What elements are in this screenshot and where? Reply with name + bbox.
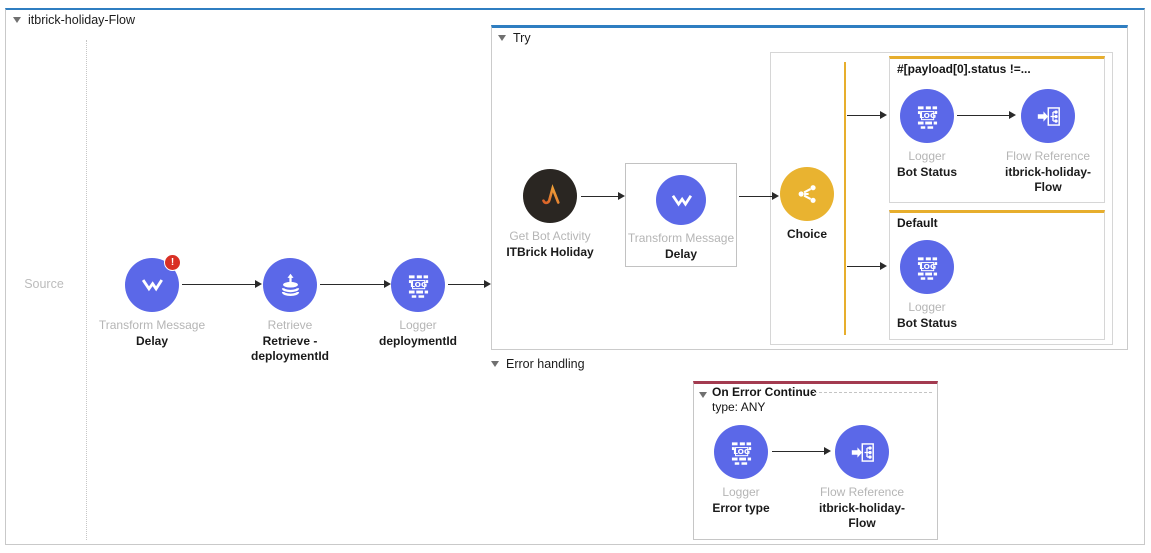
database-retrieve-icon bbox=[281, 272, 299, 296]
component-type-label: Retrieve bbox=[267, 318, 313, 332]
branch-connector-arrow bbox=[847, 111, 887, 120]
component-type-label: Logger bbox=[908, 300, 946, 314]
error-badge-icon: ! bbox=[164, 254, 181, 271]
default-branch-label: Default bbox=[897, 216, 938, 230]
flow-title-row: itbrick-holiday-Flow bbox=[13, 13, 135, 27]
try-label: Try bbox=[513, 31, 531, 45]
logger-icon-circle[interactable] bbox=[714, 425, 768, 479]
transform-message-delay-try[interactable]: Transform Message Delay bbox=[626, 175, 736, 262]
connector-arrow bbox=[448, 280, 491, 289]
connector-arrow bbox=[320, 280, 391, 289]
choice-branch-rail bbox=[844, 62, 846, 335]
on-error-type-label: type: ANY bbox=[712, 400, 766, 414]
collapse-error-handling-icon[interactable] bbox=[491, 361, 499, 367]
log-icon bbox=[916, 256, 938, 280]
error-handling-label-row: Error handling bbox=[491, 357, 585, 371]
retrieve-icon-circle[interactable] bbox=[263, 258, 317, 312]
logger-error-type[interactable]: Logger Error type bbox=[686, 425, 796, 516]
error-handling-label: Error handling bbox=[506, 357, 585, 371]
component-type-label: Get Bot Activity bbox=[509, 229, 591, 243]
connector-arrow bbox=[182, 280, 262, 289]
component-type-label: Logger bbox=[722, 485, 760, 499]
when-condition-label: #[payload[0].status !=... bbox=[897, 62, 1031, 76]
try-label-row: Try bbox=[498, 31, 531, 45]
component-name-label: Retrieve - deploymentId bbox=[250, 333, 329, 364]
on-error-title: On Error Continue bbox=[712, 385, 817, 399]
on-error-dashed-divider bbox=[814, 392, 932, 393]
logger-deploymentid[interactable]: Logger deploymentId bbox=[363, 258, 473, 349]
component-name-label: Delay bbox=[135, 333, 169, 348]
bot-activity-icon-circle[interactable] bbox=[523, 169, 577, 223]
connector-arrow bbox=[739, 192, 779, 201]
component-name-label: Bot Status bbox=[897, 315, 957, 330]
component-name-label: Choice bbox=[786, 227, 827, 241]
flow-reference-error[interactable]: Flow Reference itbrick-holiday-Flow bbox=[807, 425, 917, 532]
automation-anywhere-icon bbox=[542, 186, 560, 205]
logger-bot-status-default[interactable]: Logger Bot Status bbox=[872, 240, 982, 331]
collapse-on-error-icon[interactable] bbox=[699, 392, 707, 398]
transform-message-delay[interactable]: ! Transform Message Delay bbox=[97, 254, 207, 349]
get-bot-activity[interactable]: Get Bot Activity ITBrick Holiday bbox=[495, 169, 605, 260]
flow-reference-icon-circle[interactable] bbox=[1021, 89, 1075, 143]
component-name-label: itbrick-holiday-Flow bbox=[818, 500, 905, 531]
branch-connector-arrow bbox=[847, 262, 887, 271]
logger-icon-circle[interactable] bbox=[391, 258, 445, 312]
connector-arrow bbox=[772, 447, 831, 456]
component-name-label: ITBrick Holiday bbox=[506, 244, 594, 259]
logger-bot-status-when[interactable]: Logger Bot Status bbox=[872, 89, 982, 180]
component-type-label: Logger bbox=[399, 318, 437, 332]
dataweave-icon-circle[interactable] bbox=[656, 175, 706, 225]
component-name-label: itbrick-holiday-Flow bbox=[1004, 164, 1091, 195]
flow-reference-icon bbox=[1036, 106, 1060, 126]
component-name-label: Error type bbox=[712, 500, 770, 515]
flow-reference-when[interactable]: Flow Reference itbrick-holiday-Flow bbox=[993, 89, 1103, 196]
component-type-label: Transform Message bbox=[627, 231, 735, 245]
choice-branch-icon bbox=[797, 184, 817, 204]
log-icon bbox=[730, 441, 752, 465]
connector-arrow bbox=[581, 192, 625, 201]
log-icon bbox=[916, 105, 938, 129]
log-icon bbox=[407, 274, 429, 298]
component-name-label: Delay bbox=[664, 246, 698, 261]
logger-icon-circle[interactable] bbox=[900, 240, 954, 294]
flow-title: itbrick-holiday-Flow bbox=[28, 13, 135, 27]
component-type-label: Transform Message bbox=[98, 318, 206, 332]
choice-icon-circle[interactable] bbox=[780, 167, 834, 221]
collapse-flow-icon[interactable] bbox=[13, 17, 21, 23]
dataweave-icon bbox=[142, 279, 163, 291]
component-name-label: Bot Status bbox=[897, 164, 957, 179]
flow-reference-icon-circle[interactable] bbox=[835, 425, 889, 479]
dataweave-icon-circle[interactable]: ! bbox=[125, 254, 181, 312]
retrieve-deploymentid[interactable]: Retrieve Retrieve - deploymentId bbox=[235, 258, 345, 365]
component-name-label: deploymentId bbox=[378, 333, 457, 348]
component-type-label: Logger bbox=[908, 149, 946, 163]
source-lane-label: Source bbox=[24, 277, 64, 291]
component-type-label: Flow Reference bbox=[819, 485, 905, 499]
source-lane-divider bbox=[86, 40, 87, 540]
component-type-label: Flow Reference bbox=[1005, 149, 1091, 163]
choice-router[interactable]: Choice bbox=[752, 167, 862, 243]
dataweave-icon bbox=[671, 195, 691, 205]
connector-arrow bbox=[957, 111, 1016, 120]
logger-icon-circle[interactable] bbox=[900, 89, 954, 143]
flow-reference-icon bbox=[850, 442, 874, 462]
collapse-try-icon[interactable] bbox=[498, 35, 506, 41]
